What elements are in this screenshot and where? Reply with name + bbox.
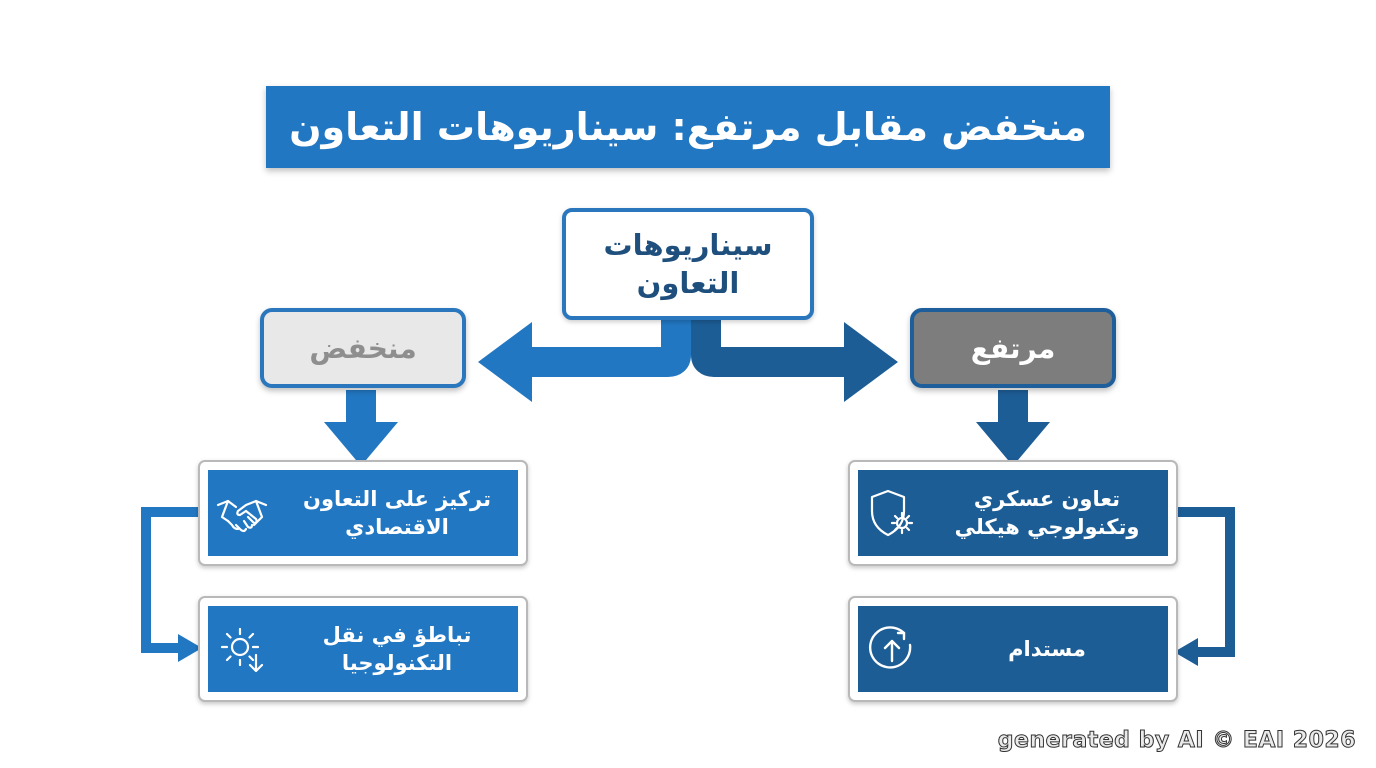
circle-up-arrow-icon xyxy=(868,626,912,669)
low-item-2-line1: تباطؤ في نقل التكنولوجيا xyxy=(322,623,472,675)
arrow-high-down xyxy=(976,390,1050,466)
shield-gear-icon xyxy=(870,489,914,537)
low-item-1: تركيز على التعاون الاقتصادي xyxy=(208,470,518,556)
arrow-low-down xyxy=(324,390,398,466)
arrow-to-high xyxy=(691,320,898,402)
high-label: مرتفع xyxy=(970,331,1056,365)
root-label-line2: التعاون xyxy=(636,266,740,300)
high-item-1: تعاون عسكري وتكنولوجي هيكلي xyxy=(858,470,1168,556)
root-label-line1: سيناريوهات xyxy=(603,228,773,262)
handshake-icon xyxy=(216,499,268,533)
low-item-1-line1: تركيز على التعاون xyxy=(303,487,491,511)
low-category-node: منخفض xyxy=(260,308,466,388)
low-label: منخفض xyxy=(309,331,417,365)
watermark: generated by AI © EAI 2026 xyxy=(997,728,1356,754)
root-node: سيناريوهات التعاون xyxy=(562,208,814,320)
gear-arrow-icon xyxy=(220,627,264,673)
low-item-1-line2: الاقتصادي xyxy=(345,515,449,539)
high-category-node: مرتفع xyxy=(910,308,1116,388)
high-item-1-line2: وتكنولوجي هيكلي xyxy=(954,515,1140,539)
page-title: منخفض مقابل مرتفع: سيناريوهات التعاون xyxy=(266,86,1110,168)
high-item-1-line1: تعاون عسكري xyxy=(973,487,1121,511)
bracket-low xyxy=(141,507,202,662)
high-item-2-line1: مستدام xyxy=(1008,637,1086,661)
low-item-2: تباطؤ في نقل التكنولوجيا xyxy=(208,606,518,692)
bracket-high xyxy=(1174,507,1235,666)
high-item-2: مستدام xyxy=(858,606,1168,692)
arrow-to-low xyxy=(478,320,691,402)
